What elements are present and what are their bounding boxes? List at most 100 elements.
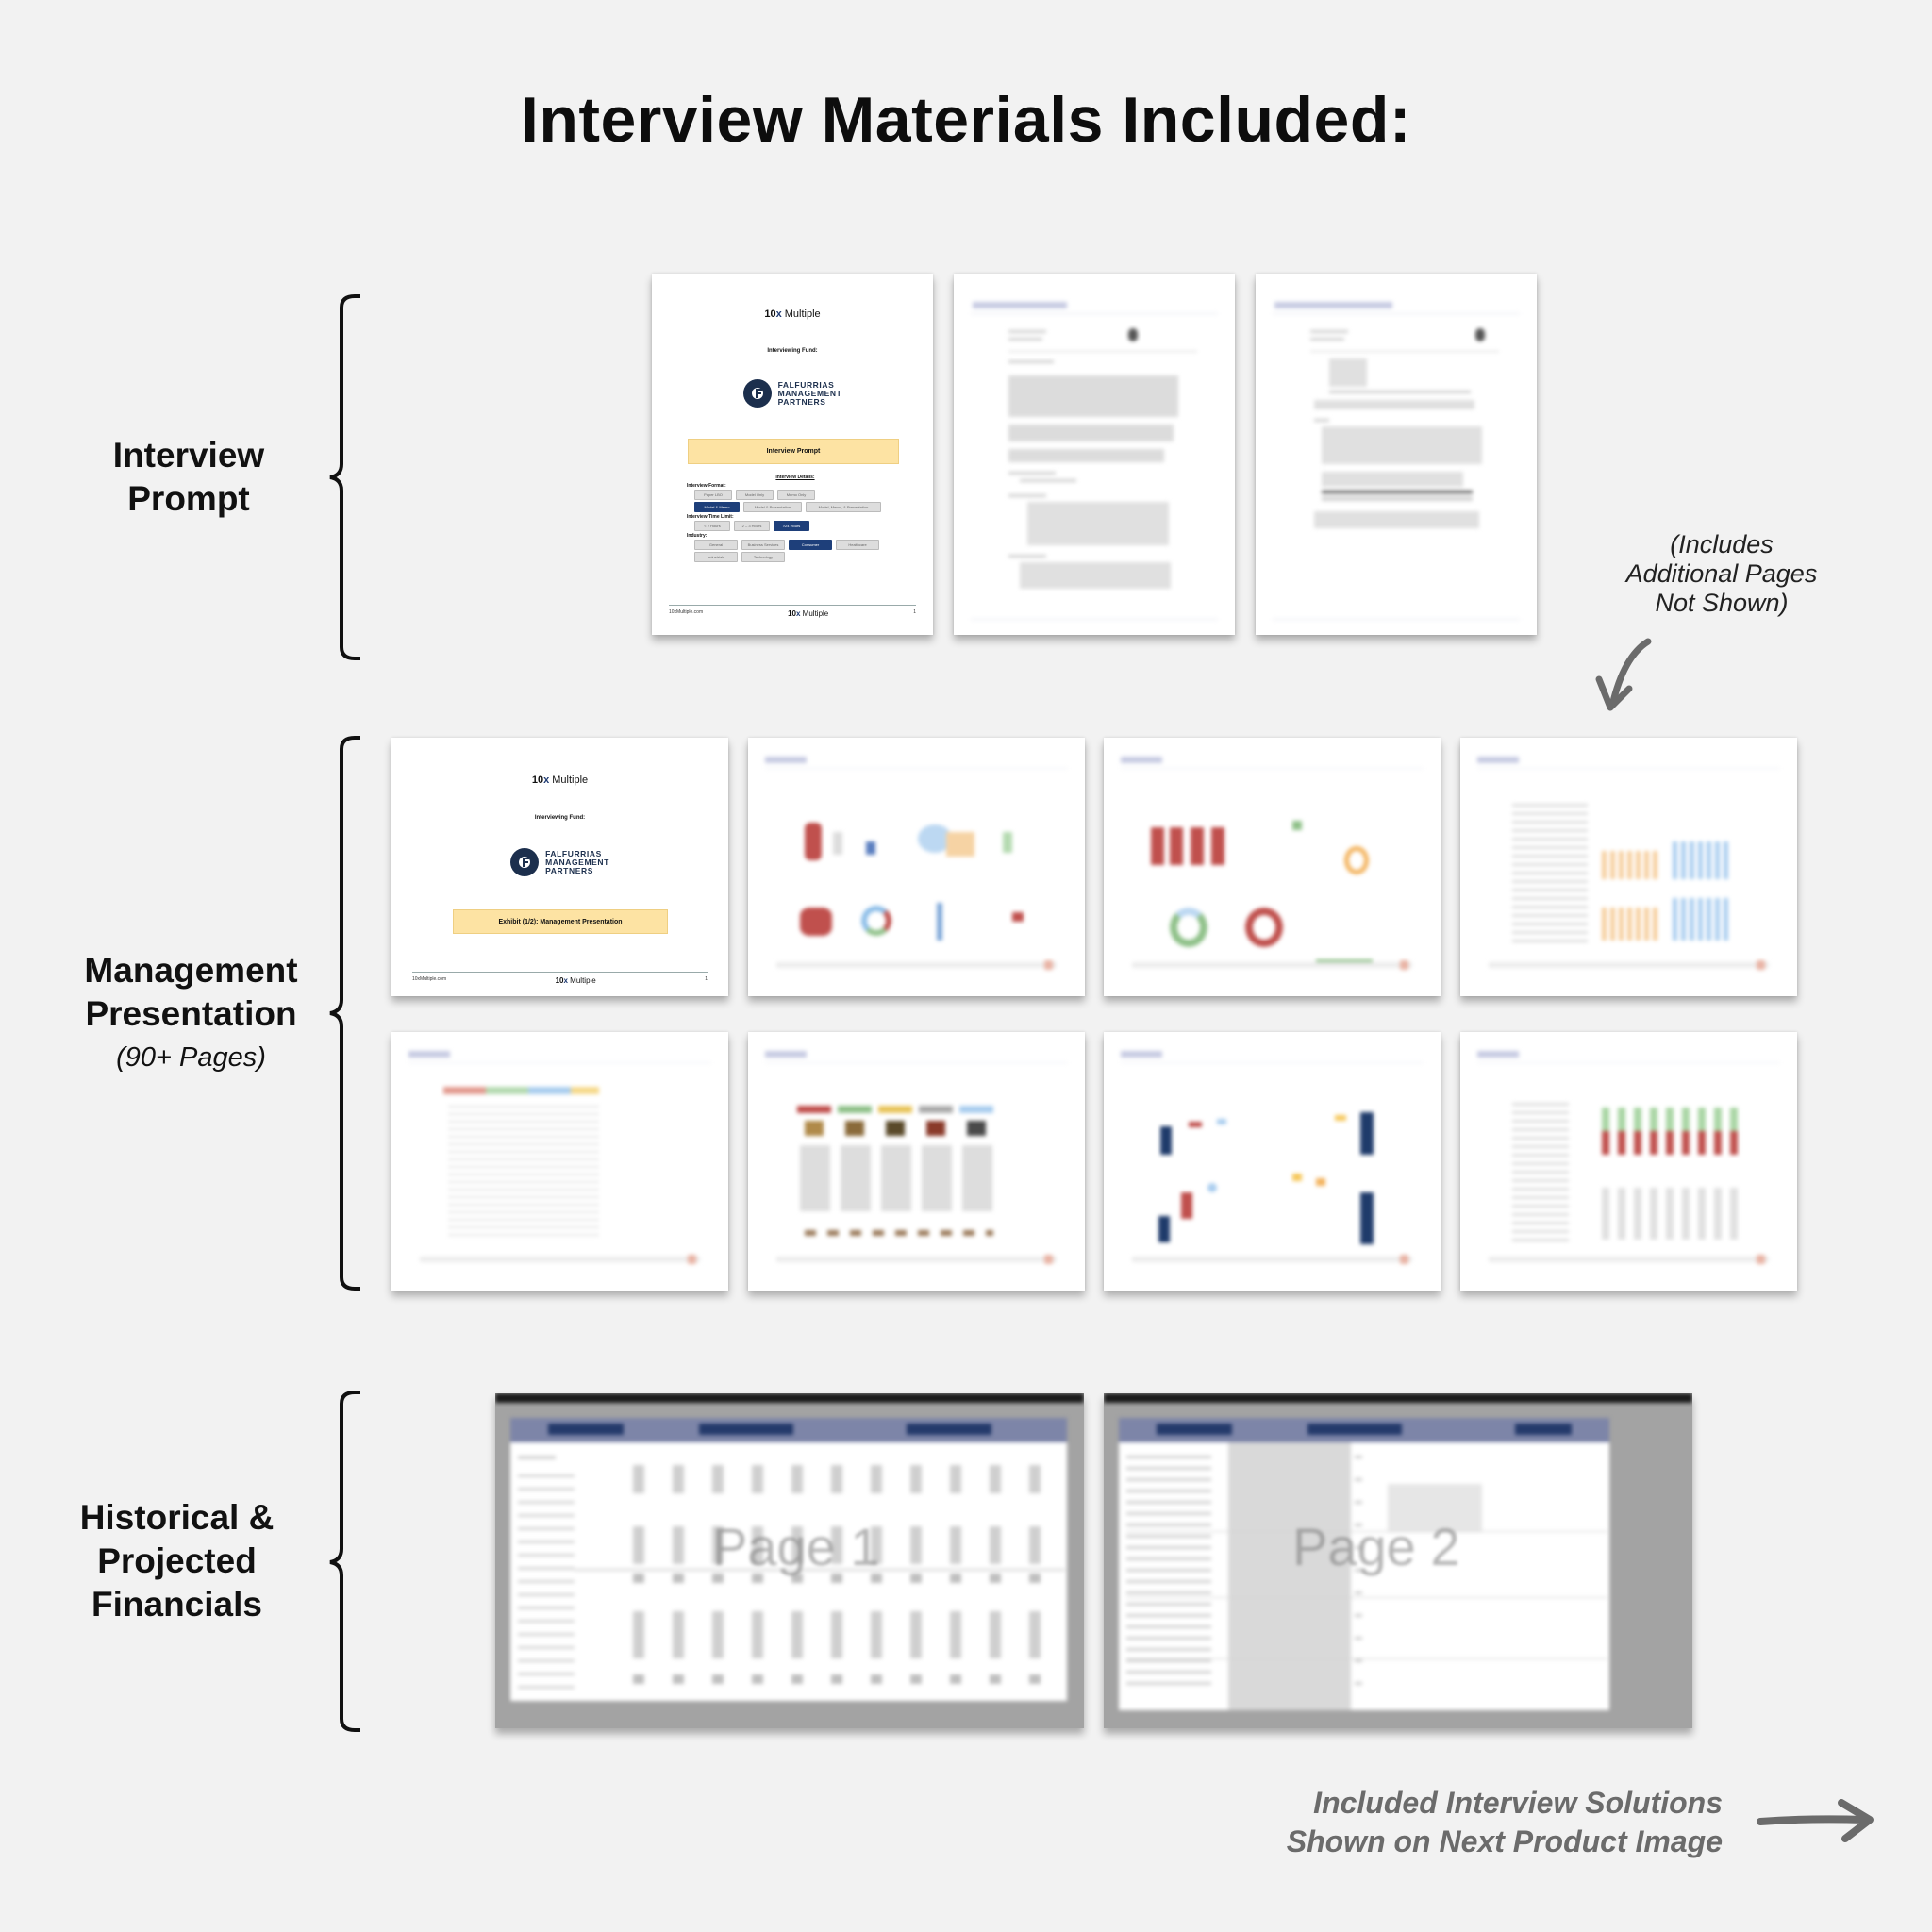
brand-multiple: Multiple	[781, 308, 821, 320]
blurred-slide-content	[391, 1032, 728, 1291]
fund-logo-icon	[742, 379, 772, 408]
note-line: (Includes	[1670, 530, 1774, 558]
section-label-line: Historical &	[79, 1498, 275, 1537]
blurred-spreadsheet	[495, 1393, 1084, 1728]
fund-name-line: PARTNERS	[777, 396, 826, 407]
blurred-spreadsheet	[1104, 1393, 1692, 1728]
industry-options-row-2: Industrials Technology	[694, 552, 904, 562]
curved-arrow-icon	[1595, 638, 1652, 711]
brand-x: x	[775, 308, 782, 320]
presentation-cover-slide: 10x Multiple Interviewing Fund: FALFURRI…	[391, 738, 728, 996]
blurred-slide-content	[1104, 1032, 1441, 1291]
section-label-line: Interview	[112, 436, 265, 475]
page-count-note: (90+ Pages)	[116, 1042, 266, 1073]
blurred-slide-content	[748, 1032, 1085, 1291]
solutions-line: Included Interview Solutions	[1313, 1786, 1723, 1820]
note-line: Additional Pages	[1625, 559, 1818, 588]
interview-prompt-banner: Interview Prompt	[688, 439, 899, 464]
footer-page-number: 1	[913, 609, 916, 615]
time-limit-options: < 2 Hours 2 – 3 Hours >24 Hours	[694, 521, 904, 531]
blurred-slide-content	[1460, 1032, 1797, 1291]
presentation-slide-table	[391, 1032, 728, 1291]
interviewing-fund-label: Interviewing Fund:	[534, 815, 586, 821]
industry-chip: Technology	[741, 552, 785, 562]
fund-name-line: MANAGEMENT	[545, 857, 609, 867]
solutions-line: Shown on Next Product Image	[1286, 1824, 1723, 1858]
footer-page-number: 1	[705, 976, 708, 982]
industry-options-row-1: General Business Services Consumer Healt…	[694, 540, 904, 550]
footer-brand: 10x Multiple	[555, 976, 596, 985]
interview-details: Interview Details: Interview Format: Pap…	[687, 475, 904, 564]
industry-label: Industry:	[687, 533, 708, 539]
fund-logo: FALFURRIAS MANAGEMENT PARTNERS	[652, 379, 933, 408]
footer-website: 10xMultiple.com	[669, 609, 704, 615]
time-chip: 2 – 3 Hours	[734, 521, 770, 531]
page-footer: 10xMultiple.com 10x Multiple 1	[669, 605, 916, 618]
blurred-slide-content	[1104, 738, 1441, 996]
brand-10: 10	[764, 308, 776, 320]
section-label-management-presentation: Management Presentation (90+ Pages)	[66, 949, 316, 1079]
financials-spreadsheet-page-1: Page 1	[495, 1393, 1084, 1728]
interviewing-fund-label: Interviewing Fund:	[767, 348, 818, 354]
industry-chip-selected: Consumer	[789, 540, 832, 550]
interview-prompt-page-2	[954, 274, 1235, 635]
format-chip: Model & Presentation	[743, 502, 802, 512]
section-label-line: Prompt	[127, 479, 250, 518]
presentation-slide-stacked-bars	[1460, 1032, 1797, 1291]
industry-chip: Industrials	[694, 552, 738, 562]
format-chip: Memo Only	[777, 490, 815, 500]
interview-prompt-cover-page: 10x Multiple Interviewing Fund: FALFURRI…	[652, 274, 933, 635]
fund-name-line: FALFURRIAS	[777, 379, 835, 390]
blurred-slide-content	[1460, 738, 1797, 996]
section-label-line: Management	[84, 951, 298, 990]
presentation-slide-waterfall	[1104, 1032, 1441, 1291]
exhibit-banner: Exhibit (1/2): Management Presentation	[453, 909, 668, 934]
industry-chip: General	[694, 540, 738, 550]
section-label-financials: Historical & Projected Financials	[57, 1496, 297, 1626]
page-title: Interview Materials Included:	[520, 84, 1412, 156]
page-2-watermark: Page 2	[1292, 1517, 1460, 1576]
fund-name-line: FALFURRIAS	[545, 848, 602, 858]
footer-brand: 10x Multiple	[788, 609, 829, 618]
presentation-slide-bar-charts	[1460, 738, 1797, 996]
financials-spreadsheet-page-2: Page 2	[1104, 1393, 1692, 1728]
solutions-note: Included Interview Solutions Shown on Ne…	[1132, 1784, 1723, 1861]
section-label-line: Financials	[92, 1585, 262, 1624]
format-options-row-1: Paper LBO Model Only Memo Only	[694, 490, 904, 500]
fund-logo: FALFURRIAS MANAGEMENT PARTNERS	[391, 848, 728, 876]
presentation-slide-products	[748, 1032, 1085, 1291]
footer-website: 10xMultiple.com	[412, 976, 447, 982]
time-chip: < 2 Hours	[694, 521, 730, 531]
curly-brace-icon	[329, 294, 360, 660]
format-options-row-2: Model & Memo Model & Presentation Model,…	[694, 502, 904, 512]
presentation-slide-donuts	[1104, 738, 1441, 996]
additional-pages-note: (Includes Additional Pages Not Shown)	[1585, 530, 1858, 618]
section-label-line: Projected	[97, 1541, 257, 1580]
curly-brace-icon	[329, 1391, 360, 1732]
industry-chip: Healthcare	[836, 540, 879, 550]
time-limit-label: Interview Time Limit:	[687, 514, 734, 520]
brand-wordmark: 10x Multiple	[652, 308, 933, 320]
slide-footer: 10xMultiple.com 10x Multiple 1	[412, 972, 708, 985]
curly-brace-icon	[329, 736, 360, 1291]
fund-name-line: PARTNERS	[545, 865, 593, 875]
industry-chip: Business Services	[741, 540, 785, 550]
format-chip-selected: Model & Memo	[694, 502, 740, 512]
section-label-line: Presentation	[85, 994, 297, 1033]
format-chip: Model Only	[736, 490, 774, 500]
brand-wordmark: 10x Multiple	[531, 774, 589, 786]
format-chip: Paper LBO	[694, 490, 732, 500]
fund-name-line: MANAGEMENT	[777, 388, 842, 398]
blurred-slide-content	[748, 738, 1085, 996]
section-label-interview-prompt: Interview Prompt	[94, 434, 283, 521]
details-heading: Interview Details:	[775, 475, 815, 480]
blurred-text-content	[954, 274, 1235, 635]
presentation-slide-infographic	[748, 738, 1085, 996]
right-arrow-icon	[1757, 1799, 1874, 1842]
note-line: Not Shown)	[1655, 589, 1789, 617]
interview-prompt-page-3	[1256, 274, 1537, 635]
format-chip: Model, Memo, & Presentation	[806, 502, 881, 512]
format-label: Interview Format:	[687, 483, 726, 489]
blurred-text-content	[1256, 274, 1537, 635]
time-chip-selected: >24 Hours	[774, 521, 809, 531]
